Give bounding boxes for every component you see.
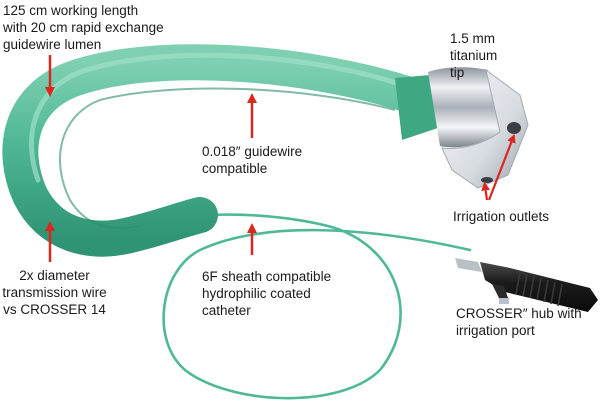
hub-grip-ribs <box>515 271 563 307</box>
catheter-collar <box>395 75 438 140</box>
irrigation-hole-lower <box>481 177 493 183</box>
callout-line: titanium <box>450 48 498 63</box>
callout-line: transmission wire <box>2 285 107 300</box>
callout-sheath: 6F sheath compatible hydrophilic coated … <box>202 268 331 319</box>
hub-irrigation-port <box>492 284 508 300</box>
callout-line: 6F sheath compatible <box>202 269 332 284</box>
catheter-shaft-highlight <box>28 52 403 183</box>
callout-line: hydrophilic coated <box>202 286 311 301</box>
callout-transmission-wire: 2x diameter transmission wire vs CROSSER… <box>2 267 107 318</box>
thin-catheter-loop <box>116 213 472 400</box>
catheter-shaft-inner-line <box>59 87 396 229</box>
callout-line: with 20 cm rapid exchange <box>3 20 164 35</box>
callout-working-length: 125 cm working length with 20 cm rapid e… <box>3 2 164 53</box>
titanium-tip <box>428 67 500 148</box>
hub-port-cap <box>499 298 509 304</box>
titanium-tip-face <box>441 68 529 189</box>
callout-line: Irrigation outlets <box>453 209 550 224</box>
callout-line: compatible <box>202 161 268 176</box>
callout-titanium-tip: 1.5 mm titanium tip <box>450 30 497 81</box>
callout-line: 125 cm working length <box>3 3 139 18</box>
catheter-shaft <box>2 44 428 257</box>
callout-irrigation-outlets: Irrigation outlets <box>453 208 549 225</box>
callout-line: 1.5 mm <box>450 31 496 46</box>
callout-line: tip <box>450 65 465 80</box>
callout-line: guidewire lumen <box>3 37 102 52</box>
callout-line: catheter <box>202 303 251 318</box>
callout-hub: CROSSER″ hub with irrigation port <box>456 305 582 339</box>
callout-line: CROSSER″ hub with <box>456 306 582 321</box>
callout-line: vs CROSSER 14 <box>3 302 106 317</box>
irrigation-hole-upper <box>507 122 521 134</box>
callout-line: irrigation port <box>456 323 535 338</box>
callout-guidewire: 0.018″ guidewire compatible <box>202 143 302 177</box>
hub-connector <box>455 258 482 272</box>
arrow-irrigation-upper <box>487 133 516 201</box>
arrow-irrigation-lower <box>481 181 490 201</box>
callout-line: 2x diameter <box>19 268 90 283</box>
callout-line: 0.018″ guidewire <box>202 144 303 159</box>
